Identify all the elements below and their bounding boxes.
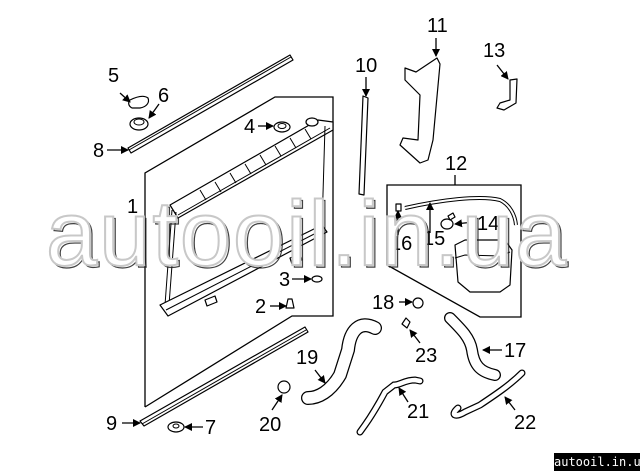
callout-3: 3 [279,269,290,291]
callout-10: 10 [355,55,377,77]
callout-6: 6 [158,85,169,107]
callout-23-arrow [409,329,421,344]
part-21-bypass-hose-fill [357,377,423,435]
part-17-lower-hose-fill [445,313,500,380]
callout-16: 16 [390,233,412,255]
part-7-mount-grommet [167,421,185,433]
part-23-clip [401,317,411,329]
callout-5: 5 [108,65,119,87]
part-3-o-ring [311,275,323,283]
callout-6-arrow [148,103,160,119]
callout-11: 11 [427,15,448,37]
callout-22-arrow [504,396,516,411]
callout-9: 9 [106,413,117,435]
reservoir-group-frame [386,184,522,318]
callout-7: 7 [205,417,216,439]
radiator-group-frame [144,96,334,408]
callout-17: 17 [504,340,526,362]
part-10-side-seal [358,95,369,196]
callout-5-arrow [119,92,131,103]
callout-2: 2 [255,296,266,318]
part-11-air-guide [399,57,441,164]
callout-13-arrow [496,64,509,80]
callout-1: 1 [127,196,138,218]
callout-19: 19 [296,347,318,369]
callout-13: 13 [483,40,505,62]
part-18-hose-clamp [412,297,424,309]
part-2-fastener [285,298,295,309]
part-4-cap [273,121,291,133]
part-19-upper-hose-fill [302,319,381,404]
callout-8: 8 [93,140,104,162]
site-badge[interactable]: autooil.in.ua [554,453,640,471]
part-5-clip [128,95,150,109]
callout-22: 22 [514,412,536,434]
part-14-reservoir-cap [440,212,456,230]
callout-14: 14 [477,213,499,235]
callout-15: 15 [423,228,445,250]
watermark-shadow: autooil.in.ua [48,185,570,287]
part-20-hose-clamp [277,380,291,394]
callout-20: 20 [259,414,281,436]
callout-18: 18 [372,292,394,314]
callout-arrows [107,38,516,431]
callout-21-arrow [398,387,409,403]
part-6-grommet [129,117,149,131]
callout-4: 4 [244,116,255,138]
callout-19-arrow [314,369,326,384]
part-13-bracket [496,78,518,111]
callout-14-arrow [454,219,475,228]
part-8-upper-seal-strip [127,54,294,154]
callout-20-arrow [271,394,283,411]
callout-12: 12 [445,153,467,175]
part-9-lower-seal-strip [139,326,309,427]
part-1-radiator [159,117,334,317]
reservoir-tank-detail [454,251,511,259]
callout-labels: 1 2 3 4 5 6 7 8 9 10 11 12 13 14 15 16 1… [93,15,536,439]
reservoir-tank [454,239,513,293]
part-22-heater-hose-fill [451,370,525,418]
watermark-text: autooil.in.ua [46,183,568,285]
callout-23: 23 [415,345,437,367]
callout-21: 21 [407,401,429,423]
